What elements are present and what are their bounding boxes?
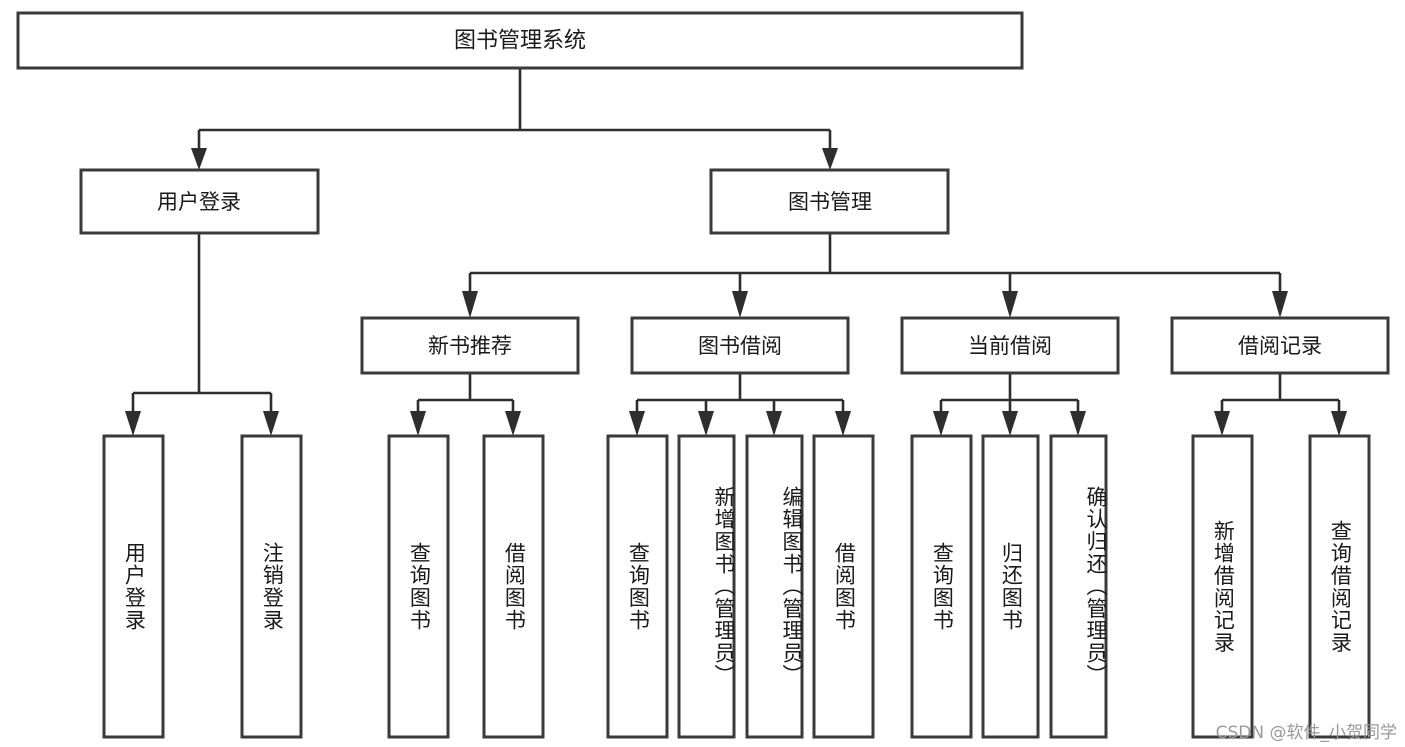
arrowhead-current-borrow (1002, 291, 1018, 318)
node-label-borrow-record: 借阅记录 (1238, 334, 1322, 358)
arrowhead-currentborrow-leaf-3 (1070, 411, 1086, 436)
connector-layer (125, 68, 1347, 436)
arrowhead-user-login (191, 148, 207, 170)
node-box-leaf-current-confirm[interactable] (1049, 434, 1108, 739)
arrowhead-bookborrow-leaf-1 (629, 411, 645, 436)
node-label-new-book: 新书推荐 (428, 334, 512, 358)
arrowhead-bookborrow-leaf-2 (698, 411, 714, 436)
node-label-root: 图书管理系统 (454, 29, 586, 54)
arrowhead-newbook-leaf-1 (410, 411, 426, 436)
node-box-leaf-borrow-lend[interactable] (812, 434, 875, 739)
arrowhead-book-manage (822, 148, 838, 170)
node-box-leaf-newbook-query[interactable] (387, 434, 450, 739)
node-box-root[interactable] (16, 11, 1024, 70)
arrowhead-currentborrow-leaf-2 (1002, 411, 1018, 436)
node-box-leaf-record-query[interactable] (1308, 434, 1371, 739)
node-box-leaf-borrow-query[interactable] (606, 434, 669, 739)
node-label-current-borrow: 当前借阅 (968, 334, 1052, 358)
node-box-book-manage[interactable] (709, 168, 950, 235)
node-box-book-borrow[interactable] (630, 316, 850, 375)
node-label-book-borrow: 图书借阅 (698, 334, 782, 358)
arrowhead-bookborrow-leaf-4 (835, 411, 851, 436)
arrowhead-currentborrow-leaf-1 (933, 411, 949, 436)
arrowhead-leaf-user-login (125, 411, 141, 436)
label-layer: 图书管理系统 用户登录 图书管理 新书推荐 图书借阅 当前借阅 借阅记录 (157, 29, 1322, 359)
arrowhead-borrowrecord-leaf-1 (1214, 411, 1230, 436)
node-box-new-book[interactable] (360, 316, 580, 375)
arrowhead-borrowrecord-leaf-2 (1331, 411, 1347, 436)
node-box-leaf-logout-login[interactable] (240, 434, 303, 739)
node-box-leaf-borrow-add[interactable] (677, 434, 736, 739)
arrowhead-newbook-leaf-2 (505, 411, 521, 436)
arrowhead-new-book (462, 291, 478, 318)
node-label-book-manage: 图书管理 (788, 190, 872, 214)
node-box-leaf-borrow-edit[interactable] (745, 434, 804, 739)
node-box-user-login[interactable] (79, 168, 320, 235)
node-box-leaf-record-add[interactable] (1191, 434, 1254, 739)
arrowhead-borrow-record (1272, 291, 1288, 318)
node-box-leaf-newbook-borrow[interactable] (482, 434, 545, 739)
node-box-leaf-user-login[interactable] (102, 434, 165, 739)
node-box-leaf-current-query[interactable] (910, 434, 973, 739)
node-box-current-borrow[interactable] (900, 316, 1120, 375)
arrowhead-bookborrow-leaf-3 (766, 411, 782, 436)
arrowhead-book-borrow (732, 291, 748, 318)
node-box-leaf-current-return[interactable] (981, 434, 1040, 739)
node-layer (16, 11, 1390, 739)
node-label-user-login: 用户登录 (157, 190, 241, 214)
node-box-borrow-record[interactable] (1170, 316, 1390, 375)
arrowhead-leaf-logout (263, 411, 279, 436)
